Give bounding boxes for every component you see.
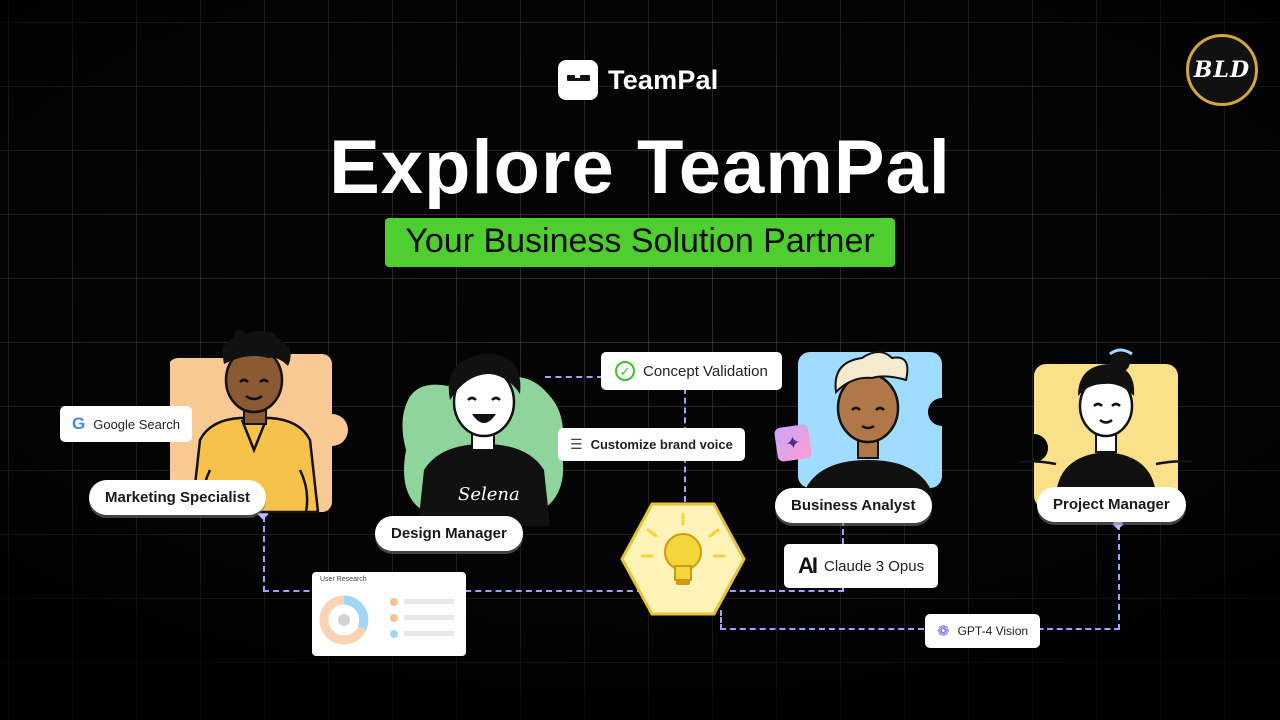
brand-voice-chip[interactable]: ☰ Customize brand voice [558,428,745,461]
anthropic-icon: AI [798,553,818,578]
bld-watermark: BLD [1186,34,1258,106]
connector-line [545,376,603,378]
marketing-specialist-illustration [170,330,348,514]
google-search-label: Google Search [93,416,180,432]
connector-line [720,610,722,630]
claude-label: Claude 3 Opus [824,557,925,575]
lightbulb-icon [640,512,726,585]
brand-logo: TeamPal [558,60,718,100]
tagline-wrap: Your Business Solution Partner [0,218,1280,267]
google-icon: G [72,414,86,433]
headline: Explore TeamPal [329,125,951,210]
sliders-icon: ☰ [570,436,583,452]
concept-validation-label: Concept Validation [643,362,768,380]
openai-icon: ❁ [937,623,950,640]
lightbulb-hexagon [620,502,746,616]
concept-validation-chip[interactable]: ✓ Concept Validation [601,352,782,390]
tagline: Your Business Solution Partner [385,218,895,267]
gpt-vision-chip[interactable]: ❁ GPT-4 Vision [925,614,1041,648]
google-search-chip[interactable]: G Google Search [60,406,192,442]
role-marketing-specialist[interactable]: Marketing Specialist [89,480,267,515]
brand-voice-label: Customize brand voice [590,437,733,452]
connector-line [842,520,844,544]
connector-line [1118,524,1120,630]
project-manager-illustration [1019,348,1193,508]
connector-line [720,590,844,592]
user-research-chart [319,595,454,645]
connector-line [263,516,265,592]
role-project-manager[interactable]: Project Manager [1037,487,1186,522]
sparkle-icon: ✦ [773,423,813,463]
business-analyst-illustration [798,351,942,512]
connector-line [1028,628,1120,630]
shirt-text: Selena [458,484,520,505]
claude-chip[interactable]: AI Claude 3 Opus [784,544,939,588]
role-business-analyst[interactable]: Business Analyst [775,488,932,523]
connector-line [720,628,924,630]
check-circle-icon: ✓ [615,361,635,381]
design-manager-illustration: Selena [402,353,564,526]
user-research-card[interactable]: User Research [312,572,466,656]
teampal-logo-icon [558,60,598,100]
user-research-title: User Research [320,576,367,583]
role-design-manager[interactable]: Design Manager [375,516,523,551]
brand-name: TeamPal [608,64,719,95]
gpt-vision-label: GPT-4 Vision [957,624,1029,638]
